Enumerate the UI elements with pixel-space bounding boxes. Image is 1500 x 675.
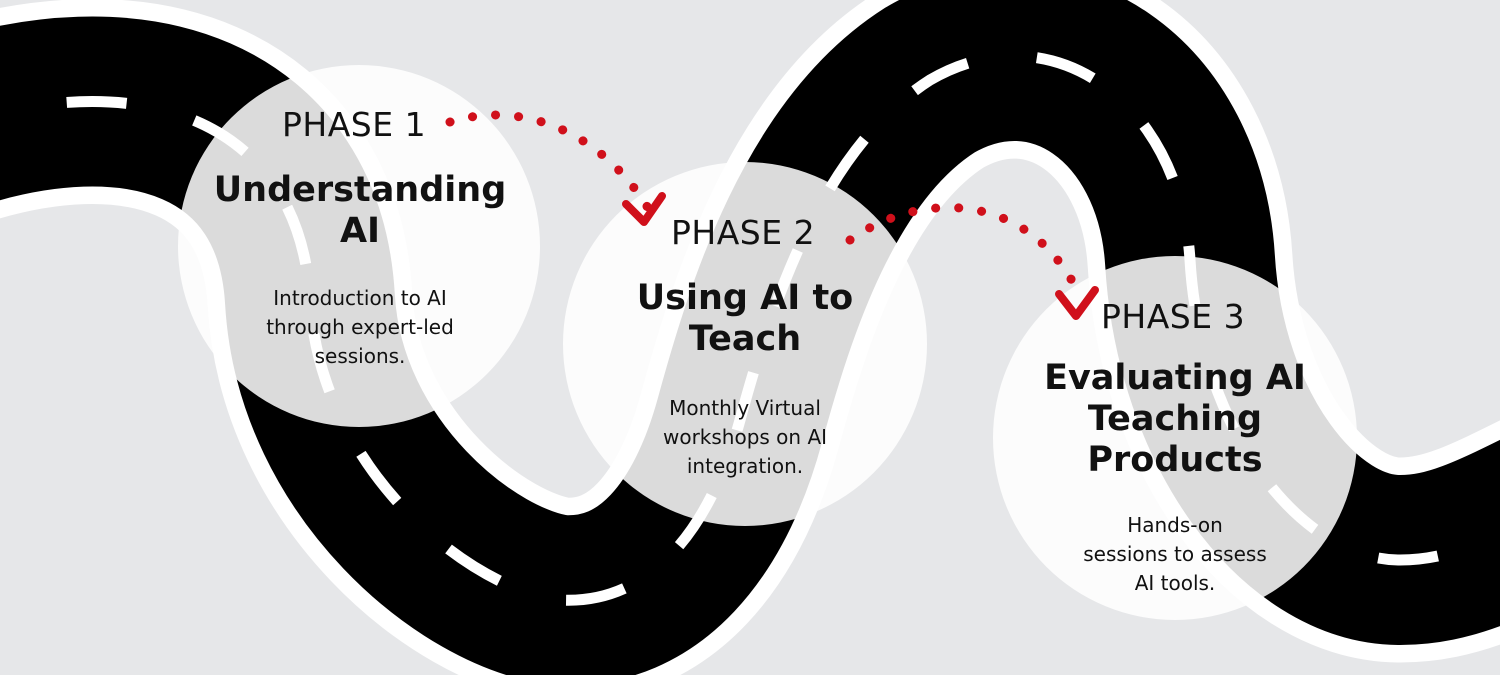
phase-1-title-line: AI (339, 211, 381, 251)
phase-2-content: PHASE 2 Using AI to Teach Monthly Virtua… (575, 214, 915, 481)
phase-2-description-line: Monthly Virtual (669, 396, 821, 420)
dotted-arrow-path (845, 203, 1085, 301)
phase-3-circle (993, 256, 1357, 620)
phase-1-description: Introduction to AI through expert-led se… (190, 284, 530, 371)
arrow-head-icon (1055, 286, 1099, 320)
phase-2-title-line: Using AI to (636, 278, 854, 318)
phase-3-label: PHASE 3 (1101, 297, 1246, 336)
phase-3-description-line: Hands-on (1127, 513, 1223, 537)
phase-3-title-line: Evaluating AI (1044, 358, 1306, 398)
phase-2-description: Monthly Virtual workshops on AI integrat… (575, 394, 915, 481)
connector-phase2-to-phase3 (845, 203, 1099, 320)
phase-1-label: PHASE 1 (282, 105, 427, 144)
phase-3-description: Hands-on sessions to assess AI tools. (1005, 511, 1345, 598)
phase-3-title-line: Products (1087, 440, 1263, 480)
phase-1-description-line: Introduction to AI (273, 286, 447, 310)
phase-3-description-line: sessions to assess (1083, 542, 1267, 566)
phase-1-title: Understanding AI (190, 170, 530, 252)
phase-1-title-line: Understanding (213, 170, 507, 210)
phase-3-title: Evaluating AI Teaching Products (1005, 358, 1345, 481)
phase-2-description-line: workshops on AI (662, 425, 828, 449)
phase-1-description-line: sessions. (314, 344, 406, 368)
phase-3-title-line: Teaching (1087, 399, 1263, 439)
phase-2-circle (563, 162, 927, 526)
phase-3-description-line: AI tools. (1134, 571, 1216, 595)
phase-1-content: PHASE 1 Understanding AI Introduction to… (190, 106, 530, 371)
phase-1-circle (178, 65, 540, 427)
phase-3-content: PHASE 3 Evaluating AI Teaching Products … (1005, 298, 1345, 598)
phase-2-label: PHASE 2 (671, 213, 816, 252)
phase-1-description-line: through expert-led (266, 315, 454, 339)
connector-phase1-to-phase2 (445, 110, 666, 226)
dotted-arrow-path (445, 110, 653, 213)
phase-2-title: Using AI to Teach (575, 278, 915, 360)
phase-2-title-line: Teach (688, 319, 802, 359)
phase-2-description-line: integration. (686, 454, 804, 478)
arrow-head-icon (622, 192, 666, 226)
